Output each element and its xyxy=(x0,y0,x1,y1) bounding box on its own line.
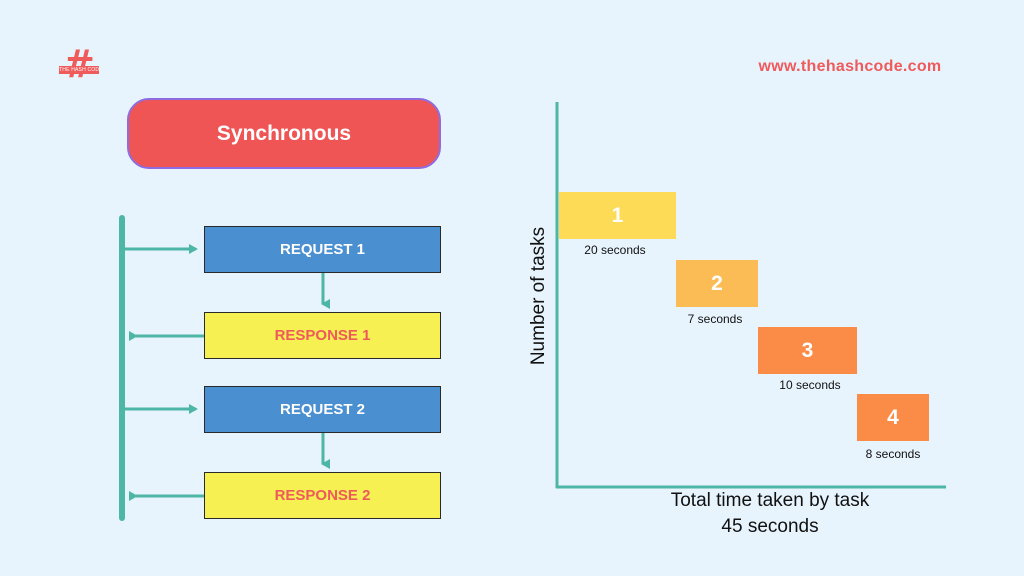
site-url[interactable]: www.thehashcode.com xyxy=(758,58,942,75)
task-2-block: 2 xyxy=(676,260,758,307)
response-2-box: RESPONSE 2 xyxy=(204,472,441,519)
request-2-box: REQUEST 2 xyxy=(204,386,441,433)
task-1-number: 1 xyxy=(611,203,624,227)
task-1-duration: 20 seconds xyxy=(584,243,646,257)
task-3-block: 3 xyxy=(758,327,857,374)
hash-logo-icon: # xyxy=(63,42,95,86)
task-1-block: 1 xyxy=(559,192,676,239)
task-4-block: 4 xyxy=(857,394,929,441)
request-1-label: REQUEST 1 xyxy=(279,241,366,258)
task-2-number: 2 xyxy=(711,271,723,295)
task-3-duration: 10 seconds xyxy=(779,378,841,392)
task-4-number: 4 xyxy=(887,405,899,429)
response-1-label: RESPONSE 1 xyxy=(274,327,371,344)
response-2-label: RESPONSE 2 xyxy=(274,487,371,504)
task-3-number: 3 xyxy=(801,338,814,362)
request-1-box: REQUEST 1 xyxy=(204,226,441,273)
task-2-duration: 7 seconds xyxy=(687,312,743,326)
timeline-x-label-block: Total time taken by task 45 seconds xyxy=(600,488,940,540)
response-1-box: RESPONSE 1 xyxy=(204,312,441,359)
title-pill: Synchronous xyxy=(127,98,441,169)
task-4-duration: 8 seconds xyxy=(865,447,921,461)
timeline-y-label: Number of tasks xyxy=(528,226,549,366)
request-2-label: REQUEST 2 xyxy=(279,401,366,418)
timeline-total-time: 45 seconds xyxy=(721,516,819,537)
diagram-title: Synchronous xyxy=(216,121,352,145)
logo-tagline: THE HASH CODE xyxy=(59,66,99,74)
logo: # THE HASH CODE xyxy=(58,42,100,86)
timeline-x-label: Total time taken by task xyxy=(670,490,870,511)
